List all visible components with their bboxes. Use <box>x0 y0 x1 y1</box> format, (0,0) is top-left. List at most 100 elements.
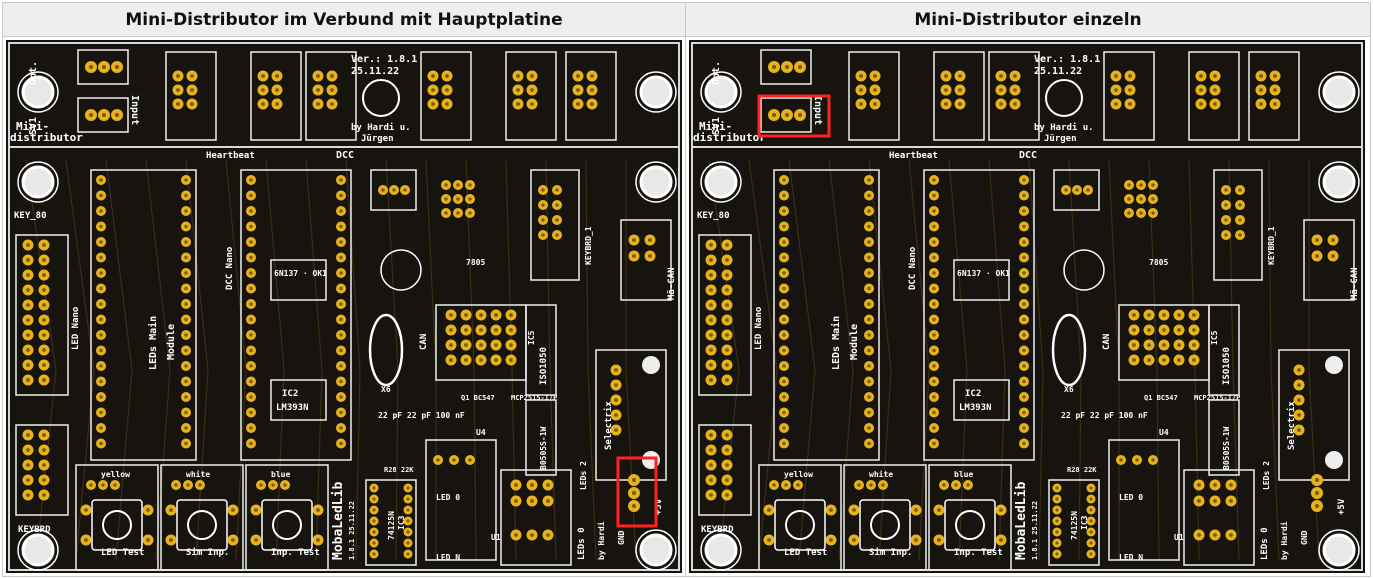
switch-button <box>102 510 132 540</box>
pad-hole <box>782 193 786 198</box>
pad-hole <box>468 197 472 201</box>
pad-hole <box>184 426 188 430</box>
pad-hole <box>316 74 320 78</box>
pad-hole <box>261 102 265 106</box>
silk-outline <box>90 169 197 461</box>
pad-hole <box>169 538 173 542</box>
pad-hole <box>1013 74 1017 78</box>
pad-hole <box>249 348 253 353</box>
pad-hole <box>867 441 871 446</box>
pad-hole <box>26 493 30 497</box>
mounting-ring <box>1318 71 1360 113</box>
pad-hole <box>867 286 871 291</box>
pad-hole <box>516 88 520 92</box>
pad-hole <box>771 112 777 118</box>
trace <box>1228 159 1240 561</box>
silk-outline <box>240 169 352 461</box>
mounting-ring <box>1318 529 1360 571</box>
pad-hole <box>914 538 918 542</box>
pad-hole <box>406 530 410 534</box>
pad-hole <box>464 313 468 317</box>
silk-label: 7805 <box>466 258 485 267</box>
pad-hole <box>184 348 188 353</box>
pad-hole <box>1022 317 1026 322</box>
silk-label: Q1 BC547 <box>1144 394 1178 402</box>
pad-hole <box>1022 333 1026 337</box>
pad-hole <box>1139 183 1143 187</box>
pad-hole <box>1177 313 1181 317</box>
pad-hole <box>231 538 235 542</box>
pad-hole <box>829 508 833 512</box>
pad-hole <box>932 441 936 446</box>
highlight-sv1 <box>757 94 831 138</box>
pad-hole <box>867 348 871 353</box>
pad-hole <box>84 508 88 512</box>
pad-hole <box>514 499 518 503</box>
mounting-hole <box>21 533 55 567</box>
silk-label: Ver.: 1.8.1 <box>351 54 417 65</box>
pad-hole <box>932 286 936 291</box>
pad-hole <box>509 358 513 362</box>
silk-label: +5V <box>654 498 664 515</box>
pad-hole <box>26 478 30 482</box>
pad-hole <box>1147 343 1151 347</box>
pad-hole <box>249 271 253 275</box>
pad-hole <box>509 328 513 332</box>
pad-hole <box>852 538 856 542</box>
pad-hole <box>249 426 253 430</box>
pad-hole <box>392 188 396 192</box>
switch-button <box>955 510 985 540</box>
pad-hole <box>1151 211 1155 215</box>
pad-hole <box>767 538 771 542</box>
silk-label: LM393N <box>959 403 992 413</box>
pad-hole <box>782 333 786 337</box>
pad-hole <box>1192 313 1196 317</box>
pad-hole <box>932 317 936 322</box>
pad-hole <box>614 398 618 402</box>
trace <box>868 159 892 561</box>
pad-hole <box>1022 286 1026 291</box>
silk-outline <box>1053 169 1100 211</box>
pad-hole <box>881 483 885 487</box>
pad-hole <box>174 483 178 487</box>
pad-hole <box>464 328 468 332</box>
trace <box>788 159 816 561</box>
pad-hole <box>42 363 46 367</box>
silk-outline <box>1208 399 1240 476</box>
tactile-switch <box>176 499 228 551</box>
pad-hole <box>725 493 729 497</box>
mounting-ring <box>17 529 59 571</box>
pad-hole <box>725 288 729 292</box>
pad-hole <box>99 178 103 182</box>
pad-hole <box>709 243 713 247</box>
silk-label: SV1 <box>711 117 722 135</box>
pad-hole <box>530 102 534 106</box>
pad-hole <box>958 74 962 78</box>
pad-hole <box>648 238 652 242</box>
pad-hole <box>1064 188 1068 192</box>
pad-hole <box>1151 197 1155 201</box>
pad-hole <box>249 224 253 229</box>
silk-label: Opt. <box>711 61 722 85</box>
pad-hole <box>339 426 343 430</box>
pad-hole <box>99 317 103 322</box>
pad-hole <box>632 254 636 258</box>
pad-hole <box>249 441 253 446</box>
pad-hole <box>725 273 729 277</box>
pad-hole <box>797 64 803 70</box>
pad-hole <box>937 538 941 542</box>
pad-hole <box>1259 88 1263 92</box>
mounting-hole <box>21 75 55 109</box>
pad-hole <box>431 88 435 92</box>
pad-hole <box>709 478 713 482</box>
pad-hole <box>1199 102 1203 106</box>
trace <box>105 159 133 561</box>
pad-hole <box>999 102 1003 106</box>
silk-label: X6 <box>1064 385 1074 394</box>
pad-hole <box>169 508 173 512</box>
pad-hole <box>479 313 483 317</box>
pad-hole <box>101 483 105 487</box>
silk-label: MCP2515-I/P <box>1194 394 1240 402</box>
silk-outline <box>160 464 244 571</box>
